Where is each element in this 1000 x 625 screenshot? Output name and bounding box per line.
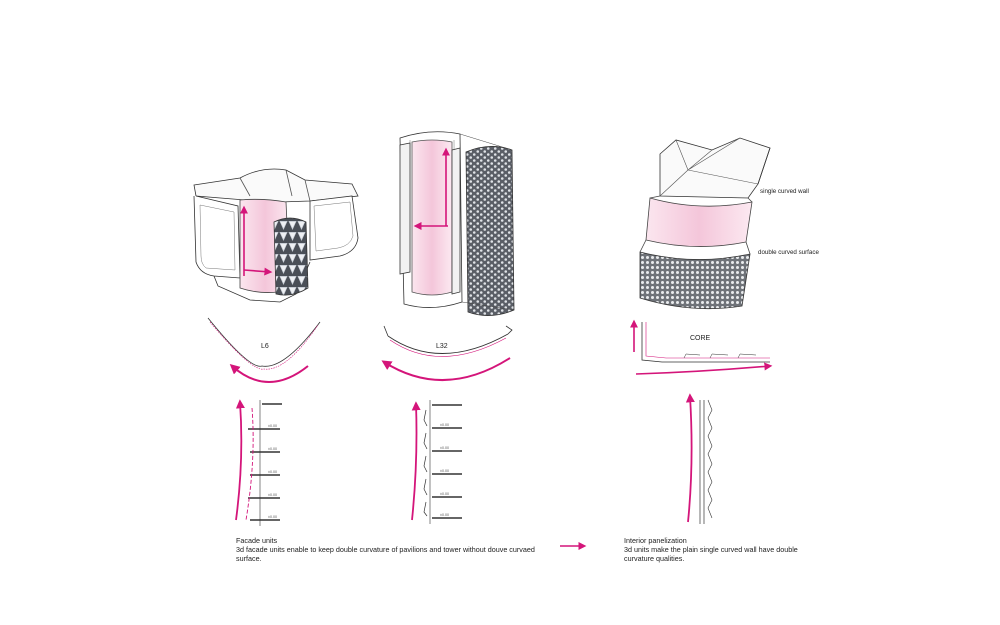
svg-text:±0.00: ±0.00: [268, 470, 277, 474]
svg-text:±0.00: ±0.00: [440, 469, 449, 473]
interior-caption: Interior panelization 3d units make the …: [624, 536, 844, 563]
l32-label: L32: [436, 343, 448, 350]
core-wall-model: [639, 137, 771, 310]
interior-caption-text-1: 3d units make the plain single curved wa…: [624, 545, 798, 554]
pavilion-model: [193, 168, 359, 303]
interior-caption-text-2: curvature qualities.: [624, 554, 685, 563]
facade-caption-title: Facade units: [236, 536, 278, 545]
svg-text:±0.00: ±0.00: [440, 423, 449, 427]
section-l6: [235, 399, 282, 526]
section-core: [685, 393, 713, 524]
facade-caption: Facade units 3d facade units enable to k…: [236, 536, 556, 563]
plan-core: [630, 319, 773, 375]
svg-text:±0.00: ±0.00: [440, 513, 449, 517]
svg-text:±0.00: ±0.00: [268, 424, 277, 428]
interior-caption-title: Interior panelization: [624, 536, 687, 545]
plan-l32: [381, 325, 513, 381]
single-curved-wall-label: single curved wall: [760, 188, 809, 195]
facade-caption-text: 3d facade units enable to keep double cu…: [236, 545, 535, 563]
core-label: CORE: [690, 335, 711, 342]
svg-text:±0.00: ±0.00: [268, 493, 277, 497]
svg-text:±0.00: ±0.00: [268, 447, 277, 451]
tower-model: [399, 131, 515, 316]
section-l32: [411, 400, 462, 524]
svg-text:±0.00: ±0.00: [440, 446, 449, 450]
svg-text:±0.00: ±0.00: [440, 492, 449, 496]
l6-label: L6: [261, 343, 269, 350]
double-curved-surface-label: double curved surface: [758, 249, 819, 256]
plan-l6: [207, 317, 321, 383]
svg-text:±0.00: ±0.00: [268, 515, 277, 519]
